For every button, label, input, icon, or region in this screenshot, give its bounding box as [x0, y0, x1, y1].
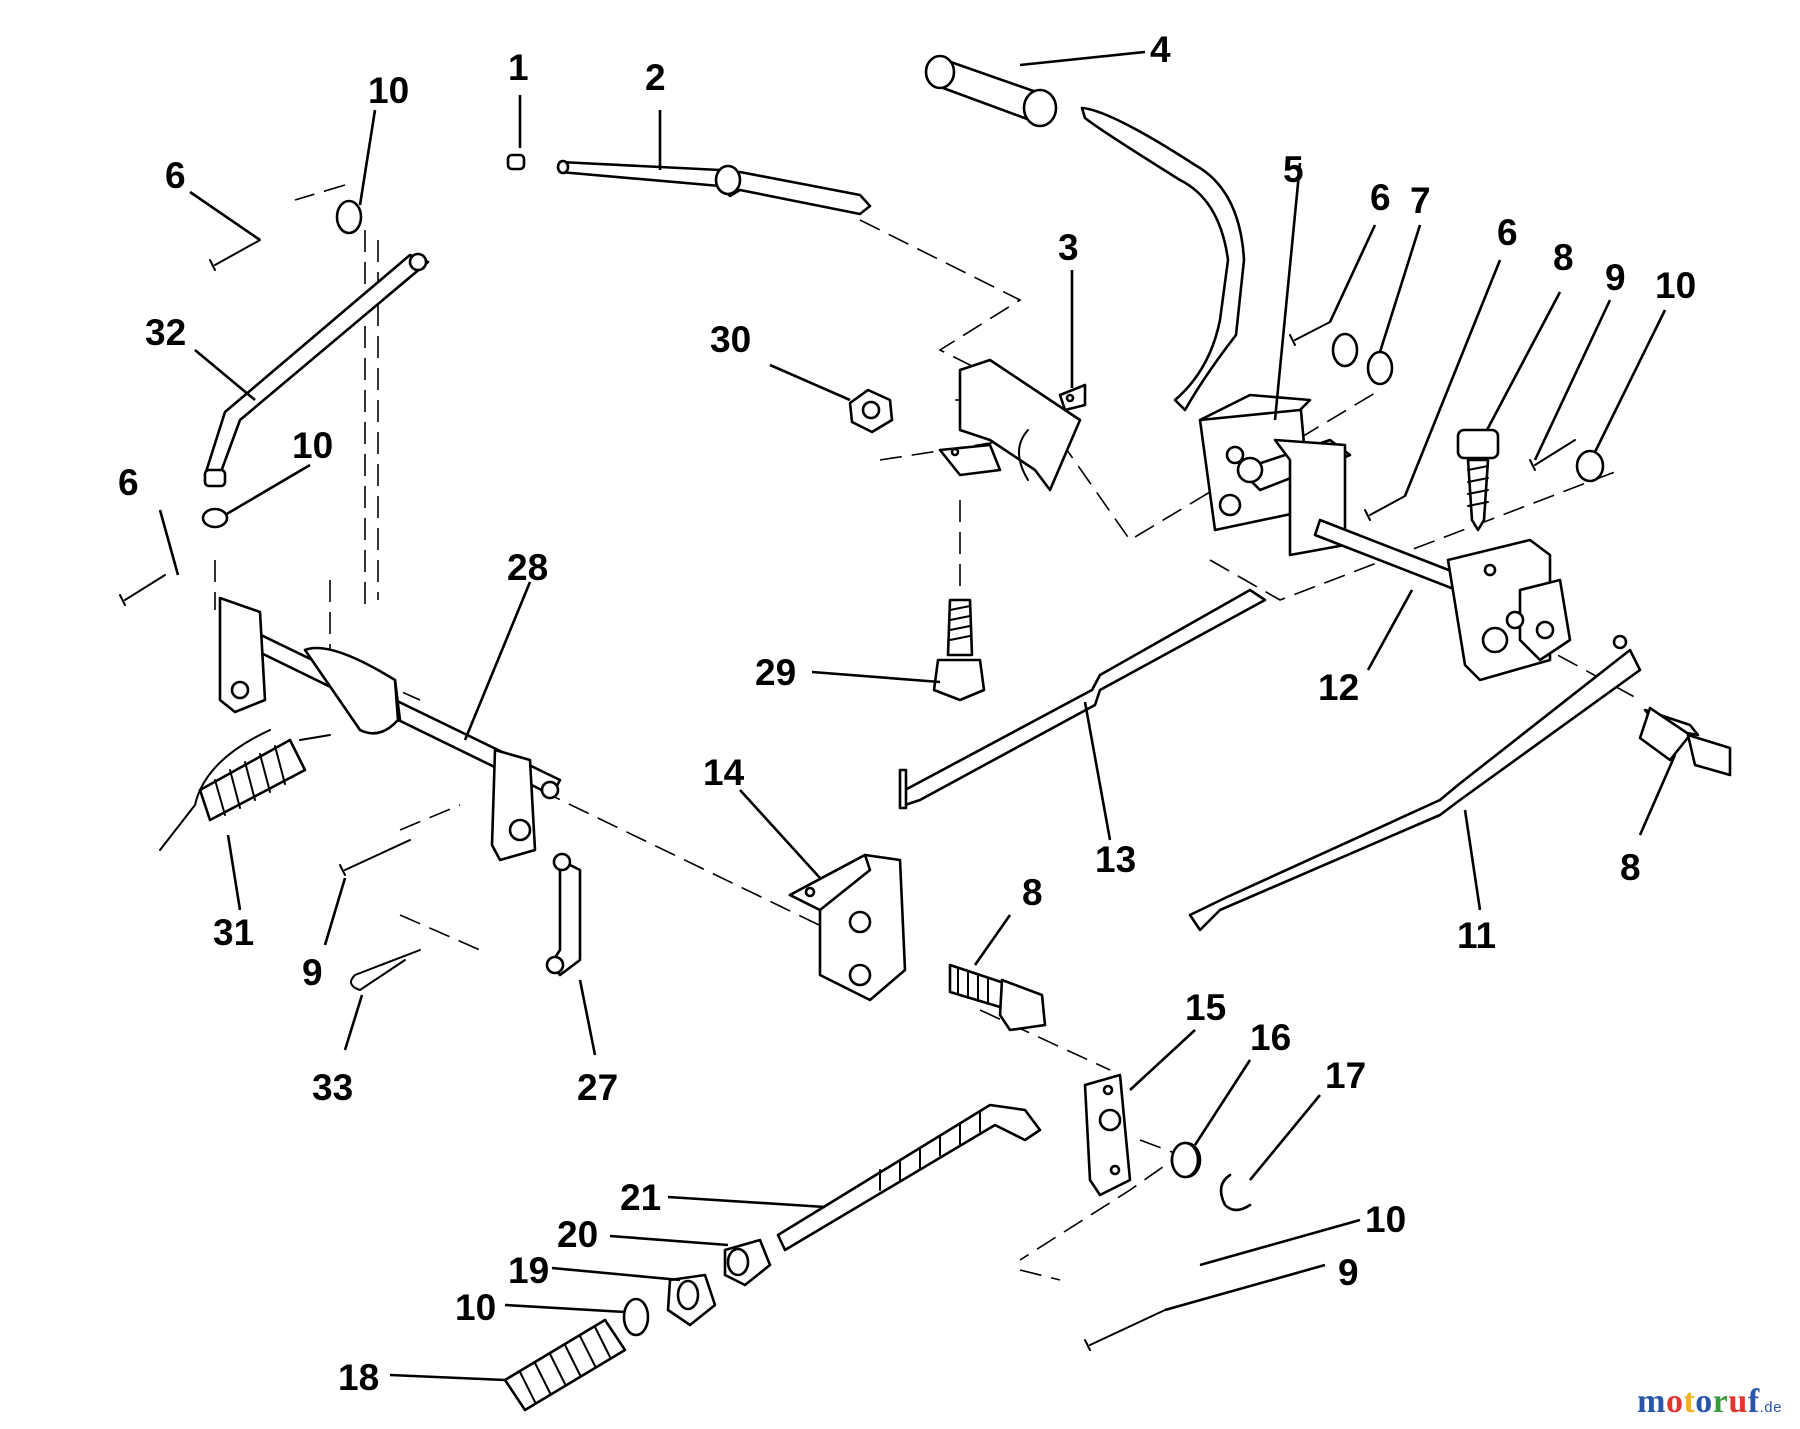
callout-10-left: 10 — [292, 425, 333, 466]
watermark-letter: r — [1712, 1383, 1729, 1420]
callout-9-bottom: 9 — [1338, 1252, 1359, 1293]
callout-18: 18 — [338, 1357, 379, 1398]
callout-2: 2 — [645, 57, 666, 98]
part-5-lever — [1080, 106, 1352, 557]
part-9-pins — [339, 439, 1576, 1351]
callout-8-middle: 8 — [1022, 872, 1043, 913]
part-8-bolt — [1456, 428, 1500, 532]
callout-21: 21 — [620, 1177, 661, 1218]
part-33-pin — [350, 949, 421, 992]
watermark-letter: u — [1728, 1383, 1748, 1420]
callout-29: 29 — [755, 652, 796, 693]
callout-10-top-right: 10 — [1655, 265, 1696, 306]
callout-30: 30 — [710, 319, 751, 360]
part-12-shaft — [1313, 518, 1572, 682]
callout-32: 32 — [145, 312, 186, 353]
watermark-letter: m — [1637, 1383, 1666, 1420]
part-31-spring — [159, 729, 331, 851]
callout-4: 4 — [1150, 29, 1171, 70]
part-21-rod — [776, 1103, 1042, 1252]
callout-labels: 1 2 3 4 5 6 6 6 6 7 8 8 8 9 9 9 10 10 10… — [118, 29, 1696, 1398]
callout-13: 13 — [1095, 839, 1136, 880]
callout-10-bottom-left: 10 — [455, 1287, 496, 1328]
part-11-rod — [1188, 634, 1642, 932]
callout-31: 31 — [213, 912, 254, 953]
part-1-pin — [506, 153, 526, 171]
motoruf-watermark: motoruf.de — [1637, 1383, 1782, 1421]
callout-28: 28 — [507, 547, 548, 588]
callout-9-left: 9 — [302, 952, 323, 993]
watermark-letter: f — [1747, 1383, 1760, 1420]
part-15-plate — [1083, 1073, 1132, 1197]
part-27-rod — [545, 852, 582, 977]
part-14-bracket — [788, 853, 907, 1002]
callout-16: 16 — [1250, 1017, 1291, 1058]
watermark-letter: o — [1665, 1383, 1684, 1420]
callout-9-top: 9 — [1605, 257, 1626, 298]
callout-6-top-left: 6 — [165, 155, 186, 196]
part-16-washer — [1170, 1141, 1200, 1179]
assembly-lines — [214, 184, 1641, 1281]
callout-11: 11 — [1457, 915, 1496, 956]
callout-10-bottom-right: 10 — [1365, 1199, 1406, 1240]
part-29-bolt — [932, 598, 986, 702]
callout-6-right: 6 — [1497, 212, 1518, 253]
callout-15: 15 — [1185, 987, 1226, 1028]
part-19-nut — [666, 1273, 717, 1327]
callout-20: 20 — [557, 1214, 598, 1255]
part-28-shaft — [218, 596, 562, 862]
part-30-nut — [848, 388, 894, 434]
callout-27: 27 — [577, 1067, 618, 1108]
part-32-rod — [203, 252, 430, 488]
watermark-suffix: .de — [1759, 1399, 1782, 1416]
callout-10-top-left: 10 — [368, 70, 409, 111]
callout-3: 3 — [1058, 227, 1079, 268]
part-6-pins — [119, 239, 1406, 606]
callout-17: 17 — [1325, 1055, 1366, 1096]
part-20-nut — [723, 1238, 772, 1287]
callout-8-top: 8 — [1553, 237, 1574, 278]
part-18-spring — [503, 1318, 627, 1412]
callout-6-left: 6 — [118, 462, 139, 503]
part-7-washers — [1331, 332, 1394, 386]
callout-33: 33 — [312, 1067, 353, 1108]
part-17-clip — [1219, 1173, 1252, 1212]
callout-5: 5 — [1283, 149, 1304, 190]
callout-14: 14 — [703, 752, 745, 793]
part-3-bracket — [938, 358, 1087, 492]
part-8-bolt-right — [1638, 706, 1732, 777]
part-2-rod — [556, 159, 872, 216]
part-13-rod — [898, 588, 1267, 810]
watermark-letter: o — [1695, 1383, 1713, 1420]
callout-8-right: 8 — [1620, 847, 1641, 888]
callout-12: 12 — [1318, 667, 1359, 708]
callout-6-top-right: 6 — [1370, 177, 1391, 218]
callout-1: 1 — [508, 47, 529, 88]
part-4-handle-grip — [924, 54, 1058, 128]
watermark-letter: t — [1683, 1383, 1696, 1420]
part-8-bolt-middle — [948, 963, 1047, 1032]
leader-lines — [158, 50, 1677, 1382]
callout-7: 7 — [1410, 180, 1431, 221]
callout-19: 19 — [508, 1250, 549, 1291]
